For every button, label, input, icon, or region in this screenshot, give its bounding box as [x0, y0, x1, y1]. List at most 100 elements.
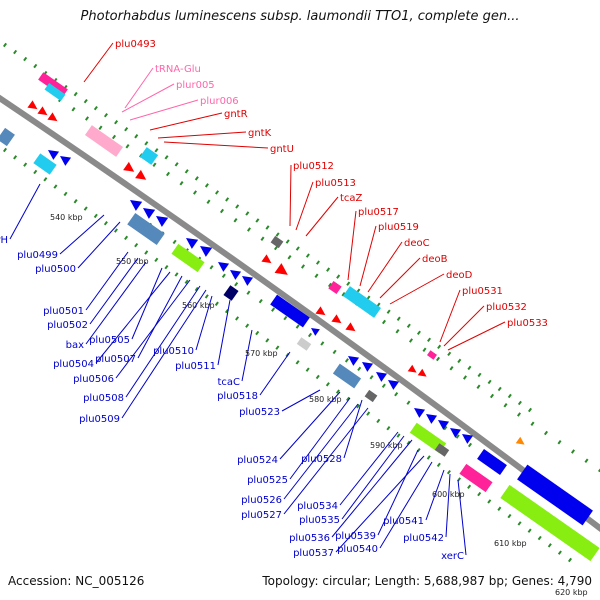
gene-arrow[interactable] [331, 314, 344, 327]
gene-block[interactable] [84, 125, 124, 157]
gene-label[interactable]: deoC [404, 238, 430, 249]
gene-label[interactable]: plu0504 [53, 359, 94, 370]
gene-label[interactable]: gntR [224, 109, 248, 120]
gene-block[interactable] [171, 243, 205, 273]
gene-arrow[interactable] [153, 211, 169, 227]
gene-label[interactable]: plu0539 [335, 531, 376, 542]
gene-label[interactable]: plu0533 [507, 318, 548, 329]
gene-block[interactable] [342, 286, 382, 318]
gene-arrow[interactable] [197, 241, 213, 257]
gene-block[interactable] [409, 422, 447, 454]
gene-arrow[interactable] [45, 146, 60, 160]
gene-label[interactable]: plu0510 [153, 346, 194, 357]
gene-arrow[interactable] [435, 416, 450, 430]
gene-label[interactable]: plu0525 [247, 475, 288, 486]
gene-arrow[interactable] [447, 424, 462, 438]
gene-label[interactable]: plu0535 [299, 515, 340, 526]
gene-arrow[interactable] [261, 254, 274, 267]
gene-label[interactable]: plu0527 [241, 510, 282, 521]
gene-arrow[interactable] [359, 358, 374, 372]
gene-label[interactable]: plu0500 [35, 264, 76, 275]
gene-block[interactable] [139, 147, 159, 165]
gene-label[interactable]: plu0532 [486, 302, 527, 313]
gene-label[interactable]: purH [0, 235, 8, 246]
gene-block[interactable] [477, 449, 507, 475]
gene-arrow[interactable] [385, 376, 400, 390]
gene-block[interactable] [500, 484, 600, 562]
gene-arrow[interactable] [459, 430, 474, 444]
gene-label[interactable]: plu0502 [47, 320, 88, 331]
gene-arrow[interactable] [239, 272, 254, 286]
gene-block[interactable] [44, 82, 66, 102]
gene-label[interactable]: plu0511 [175, 361, 216, 372]
gene-label[interactable]: plu0508 [83, 393, 124, 404]
gene-label[interactable]: plu0536 [289, 533, 330, 544]
gene-arrow[interactable] [47, 112, 60, 125]
gene-arrow[interactable] [57, 152, 72, 166]
gene-block[interactable] [364, 389, 378, 403]
gene-label[interactable]: bax [66, 340, 84, 351]
gene-label[interactable]: tRNA-Glu [155, 64, 201, 75]
gene-label[interactable]: xerC [441, 551, 464, 562]
gene-arrow[interactable] [227, 266, 242, 280]
gene-arrow[interactable] [37, 106, 50, 119]
gene-arrow[interactable] [345, 352, 360, 366]
gene-label[interactable]: deoB [422, 254, 448, 265]
gene-arrow[interactable] [274, 263, 292, 280]
gene-arrow[interactable] [423, 410, 438, 424]
gene-label[interactable]: plu0531 [462, 286, 503, 297]
gene-block[interactable] [427, 350, 437, 360]
gene-label[interactable]: plu0506 [73, 374, 114, 385]
gene-label[interactable]: plu0513 [315, 178, 356, 189]
gene-label[interactable]: plu0526 [241, 495, 282, 506]
gene-features[interactable] [0, 72, 600, 562]
gene-label[interactable]: plu0518 [217, 391, 258, 402]
gene-label[interactable]: gntK [248, 128, 272, 139]
gene-arrow[interactable] [417, 368, 429, 380]
gene-label[interactable]: plu0537 [293, 548, 334, 559]
gene-label[interactable]: tcaC [217, 377, 240, 388]
gene-block[interactable] [434, 443, 450, 457]
gene-arrow[interactable] [515, 436, 527, 448]
gene-label[interactable]: plu0534 [297, 501, 338, 512]
gene-block[interactable] [127, 212, 165, 246]
gene-label[interactable]: plu0523 [239, 407, 280, 418]
gene-arrow[interactable] [411, 404, 426, 418]
gene-arrow[interactable] [407, 364, 419, 376]
gene-block[interactable] [270, 294, 310, 328]
gene-labels[interactable]: plu0493tRNA-Gluplur005plur006gntRgntKgnt… [0, 39, 548, 562]
gene-arrow[interactable] [123, 161, 137, 176]
gene-label[interactable]: plur006 [200, 96, 239, 107]
gene-block[interactable] [0, 127, 15, 147]
gene-label[interactable]: plu0528 [301, 454, 342, 465]
gene-block[interactable] [270, 235, 284, 249]
gene-block[interactable] [332, 363, 362, 389]
gene-arrow[interactable] [135, 169, 149, 184]
gene-label[interactable]: gntU [270, 144, 294, 155]
gene-arrow[interactable] [140, 203, 156, 219]
gene-block[interactable] [33, 153, 57, 175]
gene-label[interactable]: plu0524 [237, 455, 278, 466]
gene-label[interactable]: plu0507 [95, 354, 136, 365]
gene-label[interactable]: plu0519 [378, 222, 419, 233]
gene-block[interactable] [459, 463, 493, 493]
gene-label[interactable]: plu0542 [403, 533, 444, 544]
gene-block[interactable] [517, 464, 593, 526]
gene-label[interactable]: deoD [446, 270, 473, 281]
gene-label[interactable]: plu0540 [337, 544, 378, 555]
gene-label[interactable]: plu0541 [383, 516, 424, 527]
gene-arrow[interactable] [27, 100, 40, 113]
gene-label[interactable]: plu0493 [115, 39, 156, 50]
gene-arrow[interactable] [309, 325, 320, 336]
gene-block[interactable] [223, 285, 239, 301]
gene-label[interactable]: plu0512 [293, 161, 334, 172]
gene-arrow[interactable] [315, 306, 328, 319]
gene-label[interactable]: plu0501 [43, 306, 84, 317]
gene-arrow[interactable] [373, 368, 388, 382]
gene-block[interactable] [328, 280, 342, 295]
gene-block[interactable] [296, 337, 312, 351]
gene-arrow[interactable] [127, 195, 143, 211]
gene-arrow[interactable] [345, 322, 358, 335]
gene-label[interactable]: tcaZ [340, 193, 363, 204]
